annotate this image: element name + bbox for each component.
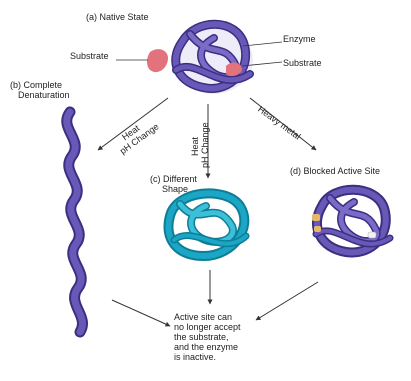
native-state-label: (a) Native State (86, 12, 149, 22)
different-shape-label: (c) Different Shape (150, 174, 197, 194)
complete-line-2: Denaturation (10, 90, 70, 100)
complete-line-1: (b) Complete (10, 80, 70, 90)
blocked-enzyme-illustration (312, 190, 390, 253)
outcome-text: Active site can no longer accept the sub… (174, 312, 294, 362)
heavy-metal-ion (314, 226, 321, 232)
arrow-b-to-outcome (112, 300, 170, 326)
native-enzyme-illustration (116, 24, 282, 94)
arrow-c-line-2: pH Change (200, 122, 210, 168)
substrate-label-left: Substrate (70, 51, 109, 61)
heavy-metal-ion (312, 214, 320, 221)
outcome-line-2: no longer accept (174, 322, 294, 332)
different-line-2: Shape (150, 184, 197, 194)
blocked-active-site-label: (d) Blocked Active Site (290, 166, 380, 176)
arrow-c-caption: Heat pH Change (190, 122, 210, 168)
outcome-line-1: Active site can (174, 312, 294, 322)
different-shape-illustration (168, 193, 246, 256)
outcome-line-4: and the enzyme (174, 342, 294, 352)
outcome-line-5: is inactive. (174, 352, 294, 362)
complete-denaturation-label: (b) Complete Denaturation (10, 80, 70, 100)
arrow-c-line-1: Heat (190, 122, 200, 168)
enzyme-label: Enzyme (283, 34, 316, 44)
different-line-1: (c) Different (150, 174, 197, 184)
denatured-chain-illustration (67, 112, 83, 332)
substrate-label-right: Substrate (283, 58, 322, 68)
outcome-line-3: the substrate, (174, 332, 294, 342)
substrate-shape-left (147, 49, 168, 72)
